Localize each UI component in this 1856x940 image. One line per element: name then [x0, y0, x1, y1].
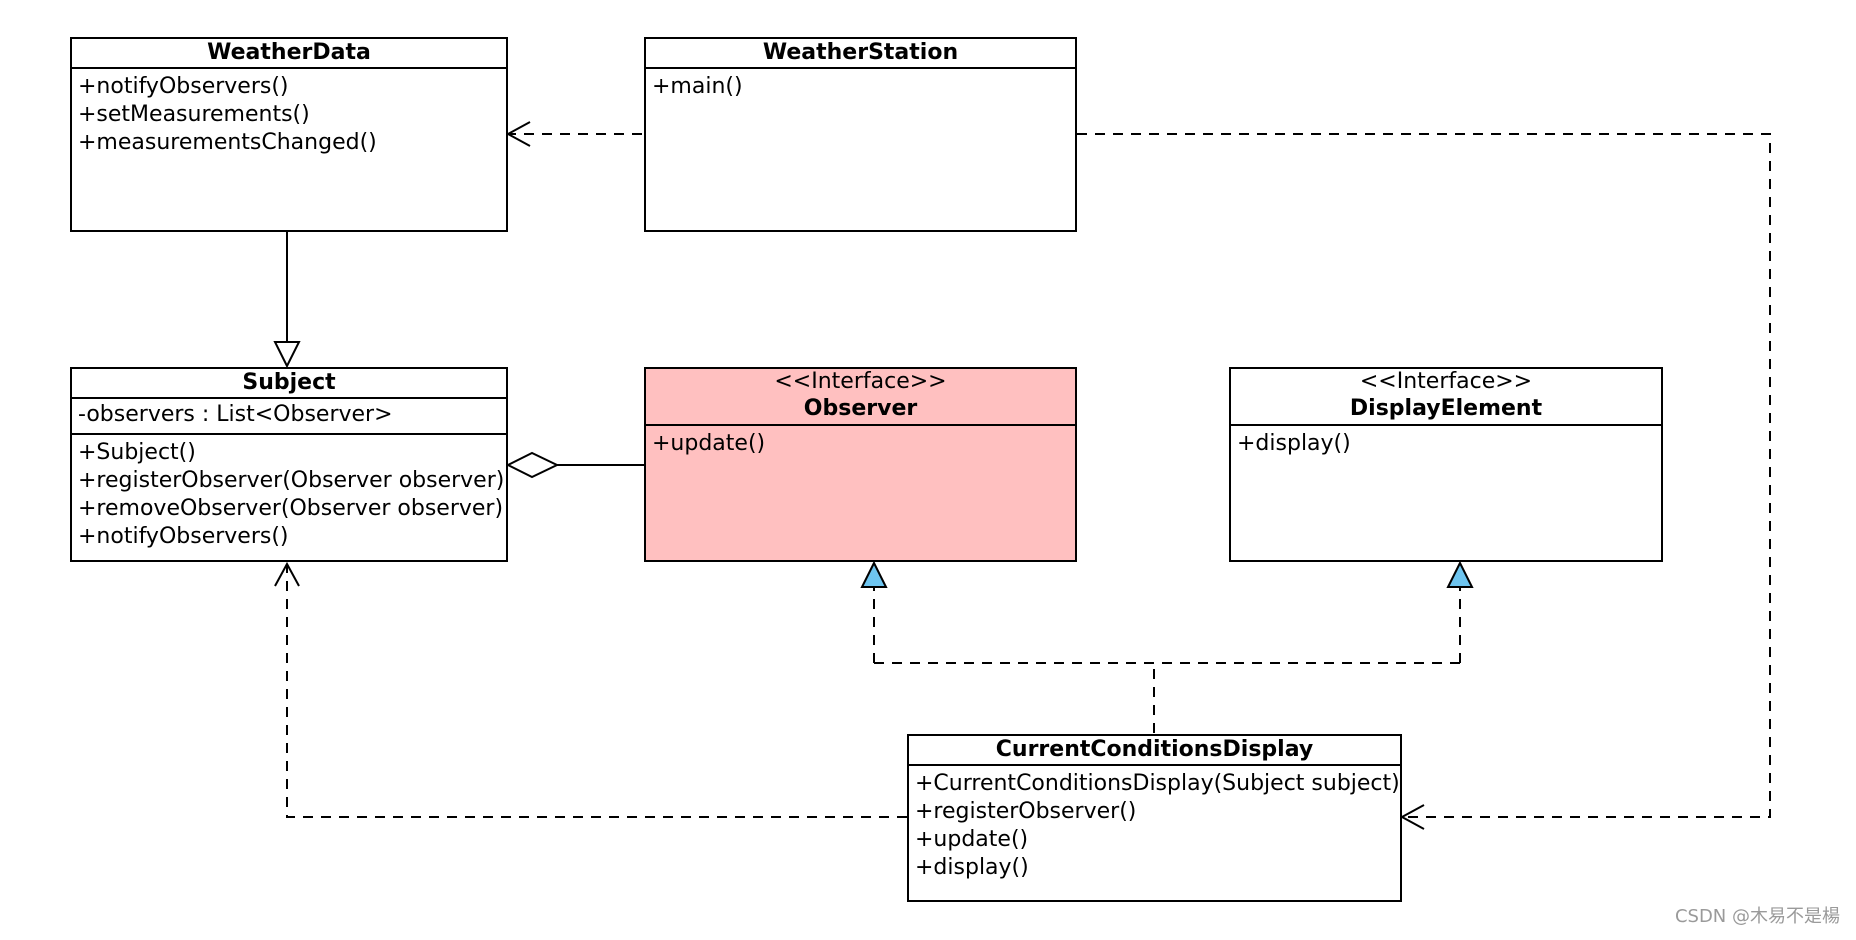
dependency-currentconditionsdisplay-subject	[274, 561, 907, 818]
class-name: WeatherData	[207, 40, 371, 65]
class-header: WeatherStation	[646, 39, 1075, 69]
operation: +CurrentConditionsDisplay(Subject subjec…	[915, 771, 1400, 796]
realization-currentconditionsdisplay-interfaces	[860, 560, 1474, 733]
class-currentconditionsdisplay[interactable]: CurrentConditionsDisplay +CurrentConditi…	[907, 734, 1402, 902]
class-header: Subject	[72, 369, 506, 399]
operations-section: +Subject() +registerObserver(Observer ob…	[72, 435, 506, 553]
operation: +registerObserver(Observer observer)	[78, 468, 505, 493]
class-header: CurrentConditionsDisplay	[909, 736, 1400, 766]
operation: +notifyObservers()	[78, 524, 289, 549]
class-subject[interactable]: Subject -observers : List<Observer> +Sub…	[70, 367, 508, 562]
operation: +Subject()	[78, 440, 196, 465]
operations-section: +update()	[646, 426, 1075, 460]
operation: +main()	[652, 74, 743, 99]
class-weatherdata[interactable]: WeatherData +notifyObservers() +setMeasu…	[70, 37, 508, 232]
operation: +display()	[915, 855, 1029, 880]
stereotype: <<Interface>>	[774, 369, 947, 394]
operation: +update()	[652, 431, 766, 456]
operations-section: +display()	[1231, 426, 1661, 460]
dependency-weatherstation-weatherdata	[505, 121, 642, 147]
class-header: <<Interface>> Observer	[646, 369, 1075, 426]
operation: +measurementsChanged()	[78, 130, 377, 155]
interface-observer[interactable]: <<Interface>> Observer +update()	[644, 367, 1077, 562]
operation: +setMeasurements()	[78, 102, 310, 127]
operation: +update()	[915, 827, 1029, 852]
operations-section: +notifyObservers() +setMeasurements() +m…	[72, 69, 506, 159]
class-name: CurrentConditionsDisplay	[995, 737, 1314, 762]
class-name: Observer	[803, 396, 918, 421]
class-weatherstation[interactable]: WeatherStation +main()	[644, 37, 1077, 232]
operations-section: +main()	[646, 69, 1075, 103]
class-name: WeatherStation	[762, 40, 959, 65]
stereotype: <<Interface>>	[1359, 369, 1533, 394]
class-header: WeatherData	[72, 39, 506, 69]
class-name: DisplayElement	[1349, 396, 1543, 421]
attribute: -observers : List<Observer>	[78, 402, 393, 427]
operation: +removeObserver(Observer observer)	[78, 496, 504, 521]
interface-displayelement[interactable]: <<Interface>> DisplayElement +display()	[1229, 367, 1663, 562]
watermark: CSDN @木易不是楊	[1674, 906, 1840, 927]
generalization-weatherdata-subject	[273, 232, 301, 369]
aggregation-observer-subject	[505, 451, 644, 479]
operation: +registerObserver()	[915, 799, 1137, 824]
operation: +notifyObservers()	[78, 74, 289, 99]
class-name: Subject	[242, 370, 336, 395]
class-header: <<Interface>> DisplayElement	[1231, 369, 1661, 426]
operations-section: +CurrentConditionsDisplay(Subject subjec…	[909, 766, 1400, 884]
attributes-section: -observers : List<Observer>	[72, 399, 506, 435]
operation: +display()	[1237, 431, 1351, 456]
